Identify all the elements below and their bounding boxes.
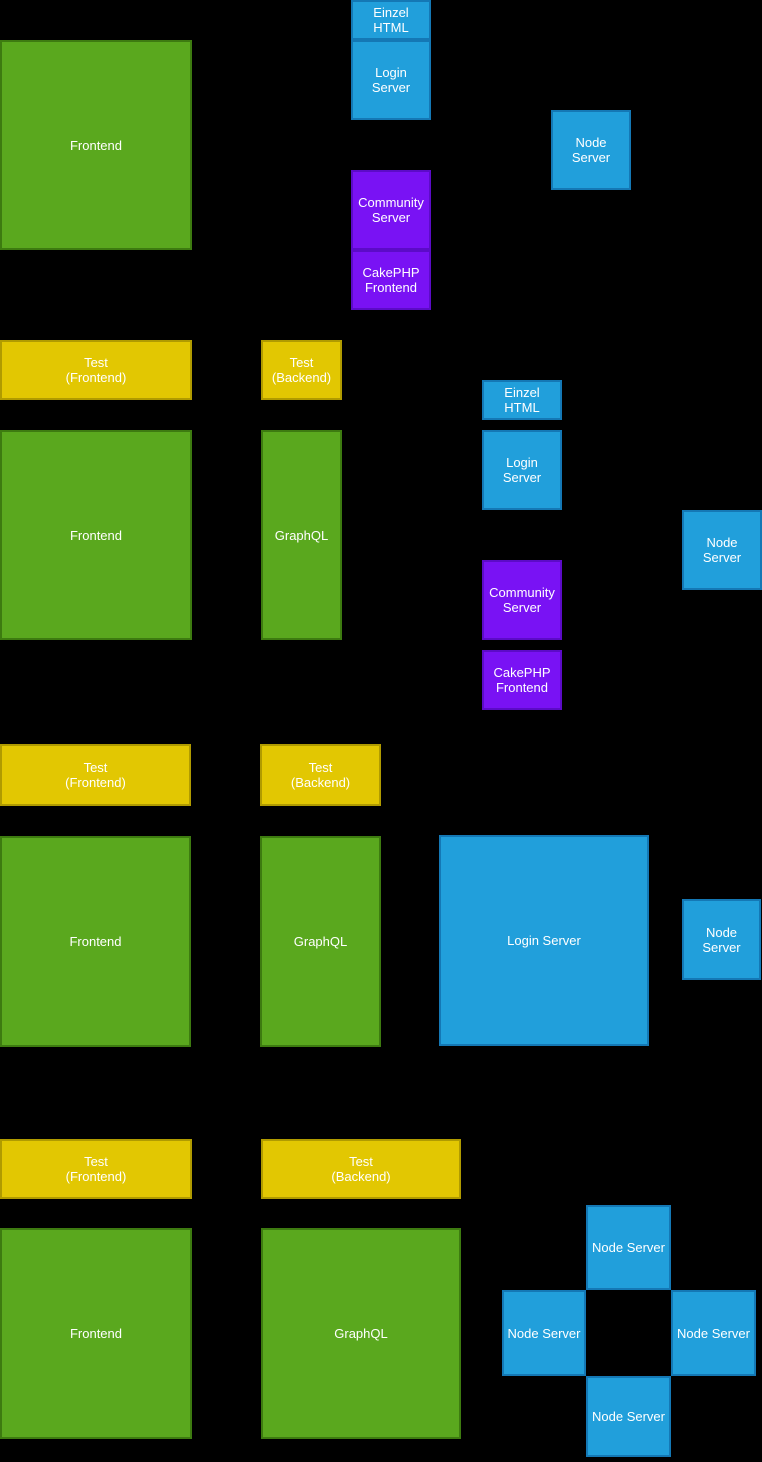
box-label: Frontend xyxy=(69,137,123,153)
diagram-box-r2-frontend: Frontend xyxy=(0,430,192,640)
box-label: Login Server xyxy=(502,455,542,485)
box-label: GraphQL xyxy=(293,934,348,949)
box-label: Node Server xyxy=(677,1325,750,1341)
diagram-box-r4-node-server-right: Node Server xyxy=(671,1290,756,1376)
box-label: Community Server xyxy=(358,195,424,225)
diagram-box-r3-node-server: Node Server xyxy=(682,899,761,980)
box-label: Node Server xyxy=(702,535,742,565)
diagram-box-r1-frontend: Frontend xyxy=(0,40,192,250)
diagram-box-r1-cakephp-frontend: CakePHP Frontend xyxy=(351,250,431,310)
box-label: Test (Backend) xyxy=(290,760,351,790)
diagram-box-r4-node-server-top: Node Server xyxy=(586,1205,671,1290)
diagram-box-r4-test-frontend: Test (Frontend) xyxy=(0,1139,192,1199)
diagram-box-r2-test-frontend: Test (Frontend) xyxy=(0,340,192,400)
diagram-box-r2-community-server: Community Server xyxy=(482,560,562,640)
diagram-box-r4-graphql: GraphQL xyxy=(261,1228,461,1439)
box-label: Login Server xyxy=(507,933,581,948)
box-label: Frontend xyxy=(69,934,122,949)
box-label: Node Server xyxy=(592,1409,665,1424)
diagram-box-r3-login-server: Login Server xyxy=(439,835,649,1046)
diagram-box-r3-graphql: GraphQL xyxy=(260,836,381,1047)
box-label: Node Server xyxy=(571,135,611,165)
box-label: Einzel HTML xyxy=(504,385,540,415)
diagram-box-r4-node-server-left: Node Server xyxy=(502,1290,586,1376)
box-label: Frontend xyxy=(69,1326,123,1341)
box-label: Login Server xyxy=(371,65,411,95)
diagram-box-r1-node-server: Node Server xyxy=(551,110,631,190)
box-label: GraphQL xyxy=(274,527,329,543)
box-label: Node Server xyxy=(507,1325,581,1341)
diagram-box-r4-node-server-bottom: Node Server xyxy=(586,1376,671,1457)
diagram-box-r1-community-server: Community Server xyxy=(351,170,431,250)
diagram-box-r3-test-backend: Test (Backend) xyxy=(260,744,381,806)
diagram-box-r2-login-server: Login Server xyxy=(482,430,562,510)
diagram-box-r1-einzel-html: Einzel HTML xyxy=(351,0,431,40)
diagram-box-r4-frontend: Frontend xyxy=(0,1228,192,1439)
box-label: Einzel HTML xyxy=(373,5,409,35)
diagram-box-r1-login-server: Login Server xyxy=(351,40,431,120)
box-label: Test (Backend) xyxy=(271,355,332,385)
diagram-box-r2-test-backend: Test (Backend) xyxy=(261,340,342,400)
diagram-box-r2-graphql: GraphQL xyxy=(261,430,342,640)
box-label: Test (Backend) xyxy=(331,1154,391,1184)
diagram-box-r2-cakephp-frontend: CakePHP Frontend xyxy=(482,650,562,710)
box-label: Test (Frontend) xyxy=(65,760,126,790)
diagram-box-r2-node-server: Node Server xyxy=(682,510,762,590)
diagram-box-r4-test-backend: Test (Backend) xyxy=(261,1139,461,1199)
box-label: Test (Frontend) xyxy=(65,355,127,385)
box-label: Community Server xyxy=(489,585,555,615)
box-label: CakePHP Frontend xyxy=(493,665,551,695)
diagram-box-r2-einzel-html: Einzel HTML xyxy=(482,380,562,420)
box-label: Node Server xyxy=(702,924,741,955)
box-label: Node Server xyxy=(592,1240,665,1255)
box-label: Test (Frontend) xyxy=(65,1154,127,1184)
box-label: Frontend xyxy=(69,527,123,543)
diagram-box-r3-test-frontend: Test (Frontend) xyxy=(0,744,191,806)
box-label: GraphQL xyxy=(334,1326,388,1341)
diagram-box-r3-frontend: Frontend xyxy=(0,836,191,1047)
box-label: CakePHP Frontend xyxy=(362,265,420,295)
